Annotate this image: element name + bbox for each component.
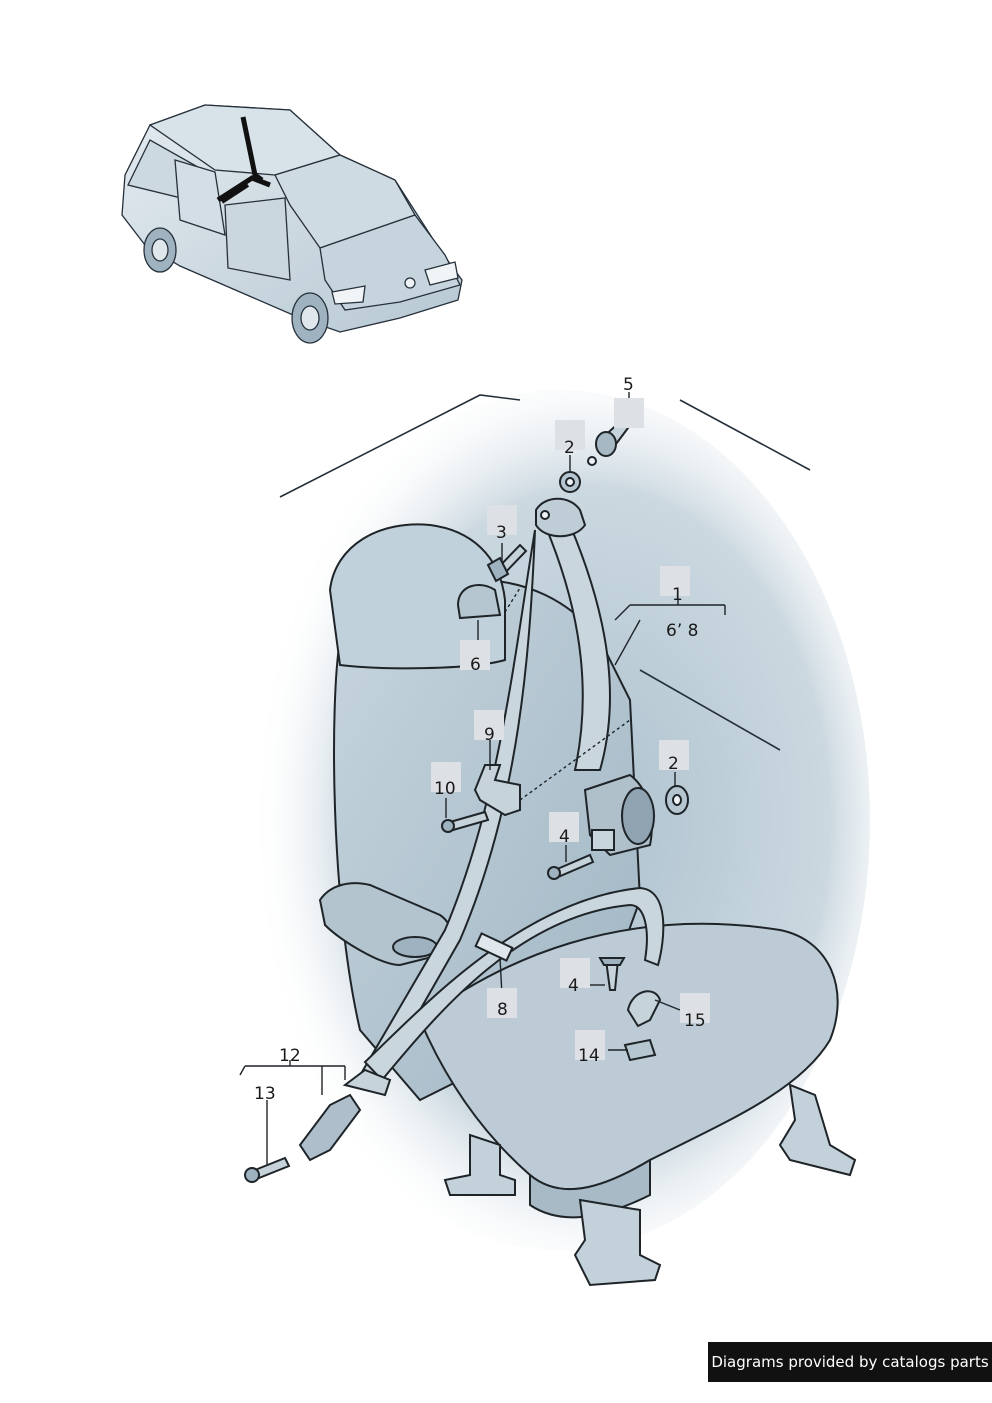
callout-2-top: 2 [564,438,575,458]
callout-6: 6 [470,655,481,675]
retractor-assembly [583,773,655,857]
parts [244,398,689,1183]
callout-box-2-top [555,420,585,450]
callout-8: 8 [497,1000,508,1020]
callout-12: 12 [279,1046,301,1066]
callout-4-floor: 4 [568,976,579,996]
callout-13: 13 [254,1084,276,1104]
callout-2-right: 2 [668,754,679,774]
callout-box-10 [431,762,461,792]
callout-box-4-retractor [549,812,579,842]
callout-box-6 [460,640,490,670]
callout-1: 1 [672,585,683,605]
callout-box-4-floor [560,958,590,988]
callout-box-15 [680,993,710,1023]
cabin-wall-lines [279,394,811,751]
attribution-badge[interactable]: Diagrams provided by catalogs parts [708,1342,992,1382]
callout-15: 15 [684,1011,706,1031]
callout-box-8 [487,988,517,1018]
car-overview-illustration [121,104,463,344]
callout-box-2-right [659,740,689,770]
callout-box-1 [660,566,690,596]
callout-box-14 [575,1030,605,1060]
callout-box-9 [474,710,504,740]
callout-box-5 [614,398,644,428]
callout-box-3 [487,505,517,535]
callout-5: 5 [623,375,634,395]
callout-9: 9 [484,725,495,745]
callout-4-retractor: 4 [559,827,570,847]
callout-1-sub: 6’ 8 [666,621,699,641]
callout-10: 10 [434,779,456,799]
callout-3: 3 [496,523,507,543]
callout-14: 14 [578,1046,600,1066]
leader-lines [239,392,726,1165]
